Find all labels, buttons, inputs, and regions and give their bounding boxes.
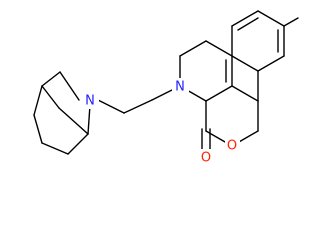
bond (257, 10, 285, 27)
bond (257, 55, 285, 72)
oxygen-label: O (227, 139, 237, 154)
bond (231, 55, 259, 72)
bond (205, 40, 233, 57)
bond (179, 40, 207, 57)
benzene-ring (231, 10, 299, 102)
bond (231, 85, 259, 102)
ethyl-linker (97, 85, 181, 114)
bond (97, 99, 125, 114)
bond (58, 107, 89, 135)
nitrogen-label: N (175, 80, 185, 95)
atom-ring-oxygen: O (225, 138, 240, 154)
bond (123, 99, 153, 114)
bond (59, 71, 80, 101)
atom-bridge-nitrogen: N (82, 92, 99, 109)
bond (87, 104, 91, 135)
bond (67, 133, 89, 155)
bond (205, 85, 233, 102)
azabicyclic-ring (33, 71, 91, 155)
atom-ring-nitrogen: N (172, 78, 189, 95)
bond (231, 10, 259, 27)
bond (41, 142, 69, 155)
bond (237, 17, 259, 31)
molecule-drawing: N N O O (33, 10, 299, 166)
bond (41, 85, 60, 109)
bond (33, 114, 43, 144)
atom-carbonyl-oxygen: O (199, 149, 214, 166)
bond (283, 17, 299, 27)
oxygen-label: O (201, 151, 211, 166)
bond (41, 71, 61, 87)
structure-diagram: N N O O (33, 10, 299, 166)
nitrogen-label: N (85, 94, 95, 109)
bond (33, 85, 43, 116)
